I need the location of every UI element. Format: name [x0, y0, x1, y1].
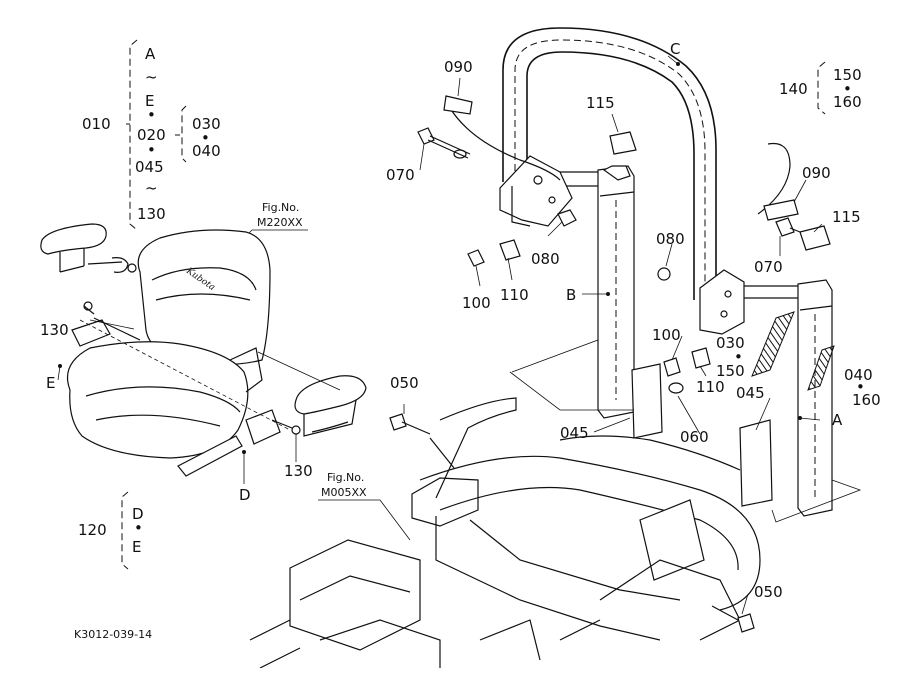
label-045-left: 045 — [560, 424, 589, 442]
label-E: E — [46, 374, 55, 392]
fig-ref-frame-code: M005XX — [321, 486, 367, 499]
group-030-item-2: • — [734, 348, 743, 366]
seat-assembly: Kubota — [40, 223, 367, 477]
label-110-right: 110 — [696, 378, 725, 396]
label-C: C — [670, 40, 680, 58]
fig-ref-seat-code: M220XX — [257, 216, 303, 229]
group-010-item-1: A — [145, 45, 156, 63]
group-040-label: 040 • 160 — [844, 366, 881, 409]
group-010-item-7: 045 — [135, 158, 164, 176]
fig-ref-frame-label: Fig.No. — [327, 471, 364, 484]
group-040-item-2: • — [856, 378, 865, 396]
label-B: B — [566, 286, 576, 304]
group-010-item-5: 020 — [137, 126, 166, 144]
group-020-item-2: • — [201, 129, 210, 147]
label-130-right: 130 — [284, 462, 313, 480]
label-115-right: 115 — [832, 208, 861, 226]
group-140-number: 140 — [779, 80, 808, 98]
group-010-item-2: ~ — [145, 68, 158, 86]
group-040-item-3: 160 — [852, 391, 881, 409]
label-A: A — [832, 411, 843, 429]
label-080-left: 080 — [531, 250, 560, 268]
label-070-right: 070 — [754, 258, 783, 276]
label-050-top: 050 — [390, 374, 419, 392]
label-115-left: 115 — [586, 94, 615, 112]
label-100-left: 100 — [462, 294, 491, 312]
label-080-right: 080 — [656, 230, 685, 248]
group-140-item-2: • — [843, 80, 852, 98]
rops-assembly — [417, 27, 862, 523]
label-130-left: 130 — [40, 321, 69, 339]
group-010-brace: 010 A ~ E • 020 • 045 ~ 130 — [82, 39, 166, 231]
label-060: 060 — [680, 428, 709, 446]
group-140-item-1: 150 — [833, 66, 862, 84]
group-140-brace: 140 150 • 160 — [779, 61, 862, 115]
fig-ref-seat-label: Fig.No. — [262, 201, 299, 214]
label-050-bottom: 050 — [754, 583, 783, 601]
group-120-item-1: D — [132, 505, 144, 523]
main-frame — [249, 397, 761, 669]
group-010-item-4: • — [147, 106, 156, 124]
figure-code: K3012-039-14 — [74, 628, 152, 641]
fig-ref-frame: Fig.No. M005XX — [318, 471, 411, 541]
group-030-label: 030 • 150 — [716, 334, 745, 380]
label-045-right: 045 — [736, 384, 765, 402]
group-020-item-1: 030 — [192, 115, 221, 133]
group-120-brace: 120 D • E — [78, 491, 144, 570]
group-010-item-8: ~ — [145, 179, 158, 197]
leader-lines — [57, 55, 823, 615]
group-120-number: 120 — [78, 521, 107, 539]
group-030-item-1: 030 — [716, 334, 745, 352]
group-010-item-6: • — [147, 141, 156, 159]
label-090-left: 090 — [444, 58, 473, 76]
label-090-right: 090 — [802, 164, 831, 182]
label-110-left: 110 — [500, 286, 529, 304]
group-030-item-3: 150 — [716, 362, 745, 380]
group-020-item-3: 040 — [192, 142, 221, 160]
label-100-right: 100 — [652, 326, 681, 344]
group-010-item-3: E — [145, 92, 154, 110]
group-120-item-3: E — [132, 538, 141, 556]
group-140-item-3: 160 — [833, 93, 862, 111]
label-D: D — [239, 486, 251, 504]
group-120-item-2: • — [134, 519, 143, 537]
group-010-item-9: 130 — [137, 205, 166, 223]
group-040-item-1: 040 — [844, 366, 873, 384]
group-020-brace: 030 • 040 — [175, 105, 221, 163]
label-070-left: 070 — [386, 166, 415, 184]
group-010-number: 010 — [82, 115, 111, 133]
part-labels: 090 070 115 080 100 110 C B 080 100 110 … — [40, 40, 861, 601]
